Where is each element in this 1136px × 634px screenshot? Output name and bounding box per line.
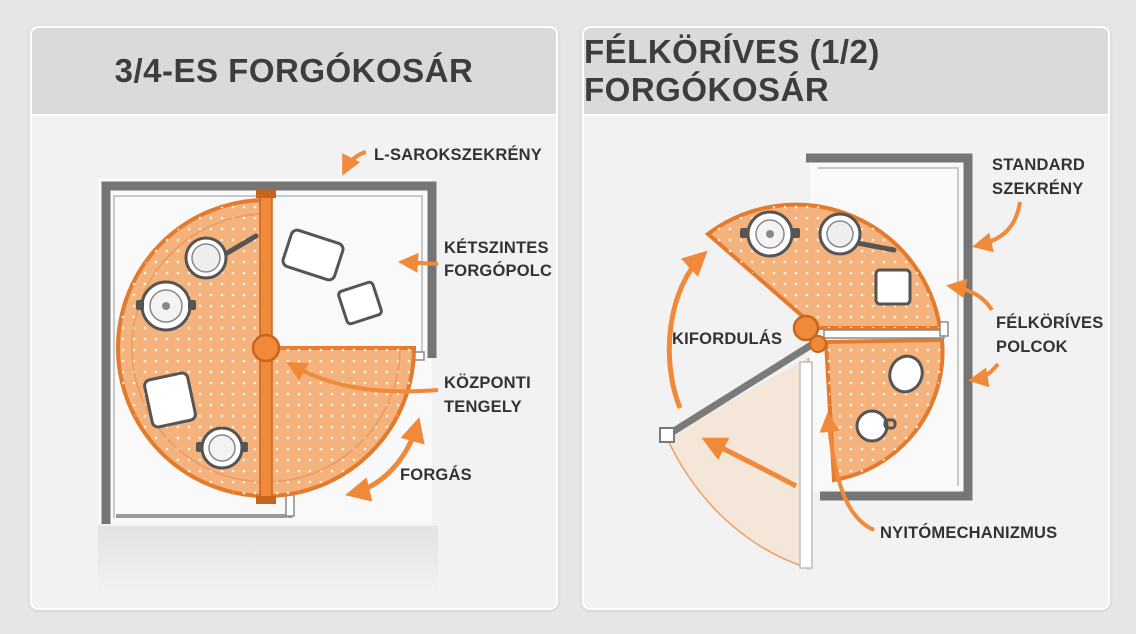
label-rotation: FORGÁS (400, 465, 472, 484)
bowl-icon (888, 354, 924, 394)
arrow-icon (946, 278, 994, 312)
label-axis-line2: TENGELY (444, 398, 522, 416)
arrow-icon (342, 150, 367, 176)
half-circle-carousel-diagram: STANDARD SZEKRÉNY KIFORDULÁS FÉLKÖRÍVES … (659, 153, 1103, 570)
label-axis-line1: KÖZPONTI (444, 373, 531, 392)
three-quarter-carousel-diagram: L-SAROKSZEKRÉNY KÉTSZINTES FORGÓPOLC KÖZ… (98, 145, 552, 596)
panel-title: FÉLKÖRÍVES (1/2) FORGÓKOSÁR (584, 33, 880, 108)
swing-out-arrow-icon (666, 250, 708, 409)
label-shelves-line1: FÉLKÖRÍVES (996, 313, 1103, 332)
arrow-icon (286, 362, 439, 394)
panel-half-circle-carousel: FÉLKÖRÍVES (1/2) FORGÓKOSÁR (582, 26, 1110, 610)
pot-icon (136, 280, 196, 332)
pan-icon (818, 212, 897, 256)
label-standard-line1: STANDARD (992, 156, 1085, 174)
arrow-icon (968, 362, 1000, 388)
pot-icon (196, 426, 248, 470)
arrow-icon (398, 252, 439, 273)
label-swing-out: KIFORDULÁS (672, 329, 782, 348)
shelf-divider (823, 329, 945, 339)
pan-icon (184, 233, 259, 280)
open-door-ghost (665, 358, 813, 570)
label-shelves-line2: POLCOK (996, 338, 1068, 356)
container-icon (874, 268, 912, 306)
container-icon (337, 280, 383, 326)
axis-icon (792, 314, 827, 353)
label-standard-line2: SZEKRÉNY (992, 179, 1083, 198)
container-icon (281, 228, 345, 282)
panel-header: 3/4-ES FORGÓKOSÁR (32, 28, 556, 116)
floor-reflection (98, 526, 438, 596)
axis-icon (251, 190, 281, 504)
label-shelf-line1: KÉTSZINTES (444, 238, 549, 257)
cup-icon (855, 409, 897, 443)
panel-three-quarter-carousel: 3/4-ES FORGÓKOSÁR (30, 26, 558, 610)
label-shelf-line2: FORGÓPOLC (444, 261, 552, 280)
rotation-arrow-icon (345, 417, 425, 502)
panel-title: 3/4-ES FORGÓKOSÁR (114, 52, 474, 89)
container-icon (143, 371, 197, 429)
label-mechanism: NYITÓMECHANIZMUS (880, 523, 1057, 542)
arrow-icon (972, 201, 1022, 253)
label-l-cabinet: L-SAROKSZEKRÉNY (374, 145, 542, 164)
pot-icon (740, 210, 800, 258)
arrow-icon (701, 437, 798, 489)
opening-mechanism-arm (659, 338, 820, 443)
panel-header: FÉLKÖRÍVES (1/2) FORGÓKOSÁR (584, 28, 1108, 116)
arrow-icon (819, 412, 875, 532)
